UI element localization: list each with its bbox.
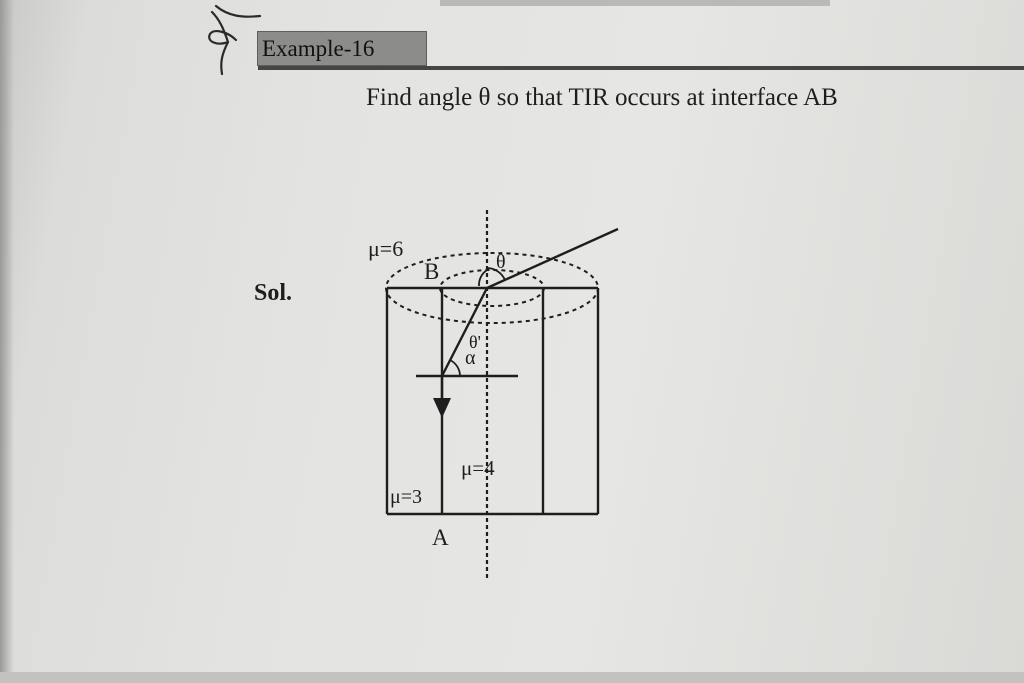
outer-top-ellipse bbox=[385, 252, 599, 324]
problem-statement: Find angle θ so that TIR occurs at inter… bbox=[366, 84, 838, 111]
ray-arrow-icon bbox=[433, 398, 451, 418]
mu-cladding-label: μ=3 bbox=[390, 486, 422, 508]
refracted-ray bbox=[440, 287, 489, 377]
page-top-edge bbox=[440, 0, 830, 6]
theta-prime-arc bbox=[478, 269, 488, 287]
solution-label: Sol. bbox=[254, 280, 293, 306]
theta-prime-label: θ' bbox=[469, 332, 481, 352]
page-bottom-edge bbox=[0, 672, 1024, 683]
alpha-label: α bbox=[465, 347, 476, 369]
core-top-ellipse bbox=[439, 269, 545, 307]
point-a-label: A bbox=[432, 525, 449, 550]
mu-core-label: μ=4 bbox=[461, 456, 495, 480]
incident-ray bbox=[486, 227, 619, 290]
theta-label: θ bbox=[496, 251, 506, 273]
theta-arc bbox=[486, 267, 506, 281]
handwritten-mark-icon bbox=[208, 4, 262, 76]
alpha-arc bbox=[449, 359, 461, 377]
point-b-label: B bbox=[424, 259, 439, 284]
mu-top-label: μ=6 bbox=[368, 236, 403, 261]
example-label: Example-16 bbox=[257, 31, 427, 66]
page-left-shadow bbox=[0, 0, 14, 683]
header-rule bbox=[258, 66, 1024, 70]
